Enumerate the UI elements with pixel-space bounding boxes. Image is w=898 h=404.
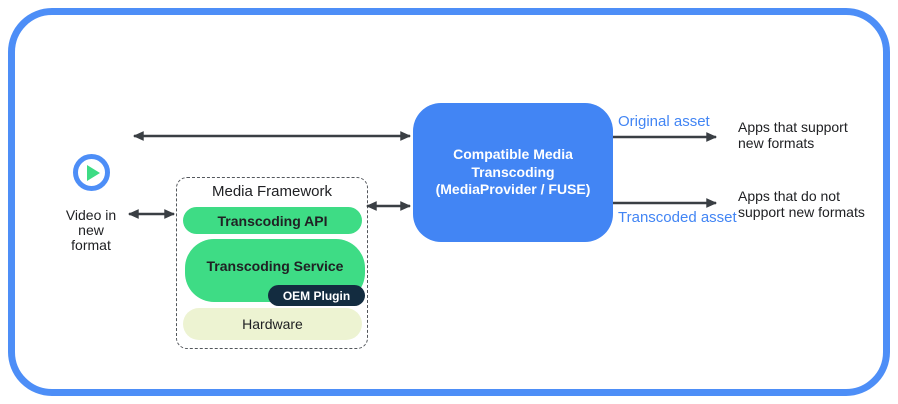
media-framework-box: Media Framework Transcoding API Transcod… xyxy=(176,177,368,349)
original-asset-label: Original asset xyxy=(618,113,710,130)
hardware-pill: Hardware xyxy=(183,308,362,340)
video-source-label: Video in new format xyxy=(65,207,117,253)
transcoder-box: Compatible Media Transcoding (MediaProvi… xyxy=(413,103,613,242)
apps-no-support-label: Apps that do not support new formats xyxy=(738,188,865,220)
play-triangle-icon xyxy=(87,164,100,181)
transcoder-label: Compatible Media Transcoding (MediaProvi… xyxy=(435,146,591,198)
apps-support-label: Apps that support new formats xyxy=(738,119,848,151)
play-icon xyxy=(73,154,110,191)
transcoding-api-pill: Transcoding API xyxy=(183,207,362,234)
transcoded-asset-label: Transcoded asset xyxy=(618,209,737,226)
diagram-border xyxy=(8,8,890,396)
media-framework-title: Media Framework xyxy=(211,183,333,200)
oem-plugin-pill: OEM Plugin xyxy=(268,285,365,306)
